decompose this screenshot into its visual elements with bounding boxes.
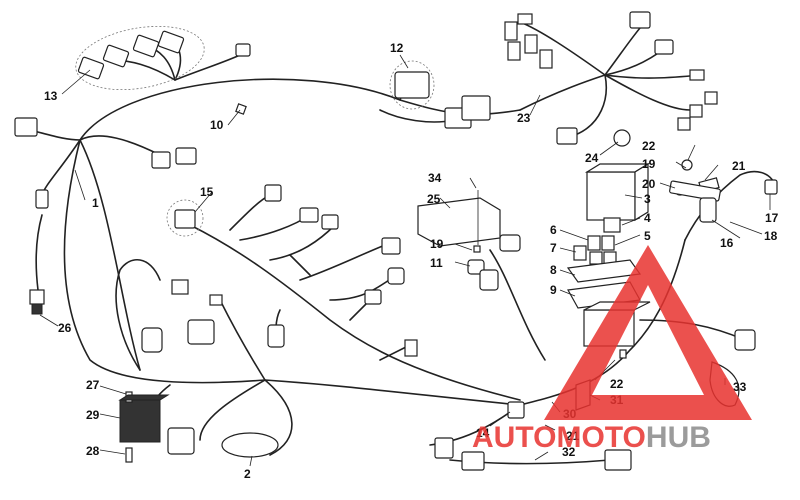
callout-14: 14 — [476, 426, 490, 440]
callout-26: 26 — [58, 321, 72, 335]
callout-1: 1 — [92, 196, 99, 210]
callout-21-lower: 21 — [566, 429, 580, 443]
callout-15: 15 — [200, 185, 214, 199]
callout-28: 28 — [86, 444, 100, 458]
callout-16: 16 — [720, 236, 734, 250]
callout-19-upper: 19 — [642, 157, 656, 171]
watermark-word-moto: MOTO — [556, 421, 645, 454]
callout-10: 10 — [210, 118, 224, 132]
callout-32: 32 — [562, 445, 576, 459]
callout-27: 27 — [86, 378, 100, 392]
callout-4: 4 — [644, 211, 651, 225]
callout-18: 18 — [764, 229, 778, 243]
watermark-triangle — [544, 245, 752, 420]
watermark-word-auto: AUTO — [472, 421, 556, 454]
callout-9: 9 — [550, 283, 557, 297]
callout-21-upper: 21 — [732, 159, 746, 173]
watermark: AUTOMOTOHUB — [472, 245, 752, 454]
callout-22-upper: 22 — [642, 139, 656, 153]
callout-34: 34 — [428, 171, 442, 185]
callout-2: 2 — [244, 467, 251, 481]
callout-19-lower: 19 — [430, 237, 444, 251]
callout-8: 8 — [550, 263, 557, 277]
group-outlines — [75, 25, 435, 237]
watermark-word-hub: HUB — [646, 421, 711, 454]
svg-text:AUTOMOTOHUB: AUTOMOTOHUB — [472, 421, 711, 454]
callout-17: 17 — [765, 211, 779, 225]
callout-12: 12 — [390, 41, 404, 55]
callout-25: 25 — [427, 192, 441, 206]
callout-23: 23 — [517, 111, 531, 125]
callout-5: 5 — [644, 229, 651, 243]
callout-33: 33 — [733, 380, 747, 394]
callout-7: 7 — [550, 241, 557, 255]
callout-29: 29 — [86, 408, 100, 422]
connectors — [14, 11, 778, 471]
callout-22-lower: 22 — [610, 377, 624, 391]
callout-3: 3 — [644, 192, 651, 206]
callout-11: 11 — [430, 256, 443, 270]
callout-6: 6 — [550, 223, 557, 237]
callout-24: 24 — [585, 151, 599, 165]
callout-13: 13 — [44, 89, 58, 103]
callout-20: 20 — [642, 177, 656, 191]
